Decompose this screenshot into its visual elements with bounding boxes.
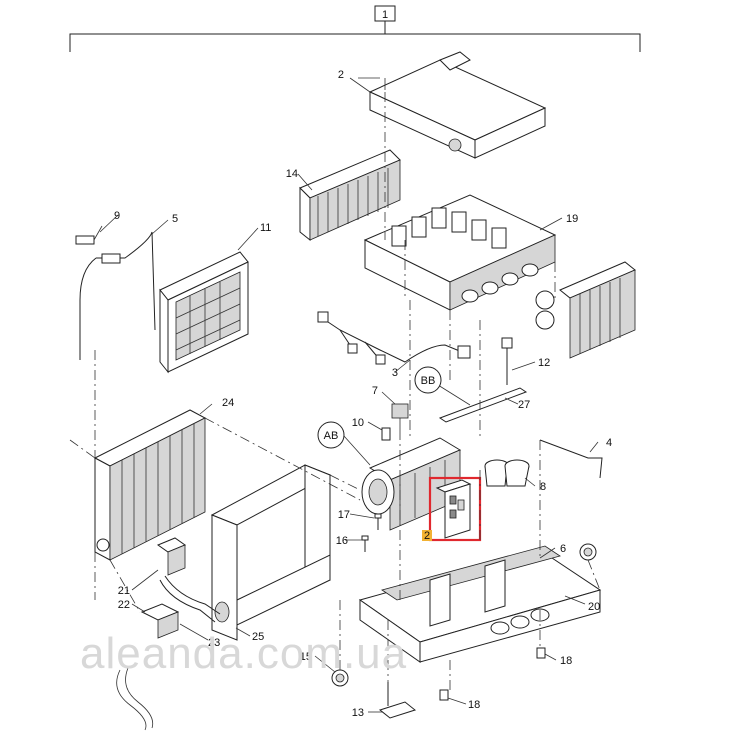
callout-16: 16 (336, 535, 348, 547)
callout-20: 20 (588, 601, 600, 613)
callout-18-right: 18 (560, 655, 572, 667)
drain-plugs-part (439, 647, 546, 701)
assembly-dashed-lines (69, 92, 601, 690)
rod-part (539, 439, 603, 479)
blower-assembly-part (361, 437, 462, 531)
top-cover-part (358, 51, 547, 159)
evaporator-part (93, 409, 207, 561)
screws-part (361, 513, 382, 552)
callout-24: 24 (222, 397, 234, 409)
vent-outlets-part (484, 459, 530, 487)
highlight-flag (422, 530, 432, 541)
callout-2-highlighted: 2 (424, 530, 430, 542)
actuator-part (391, 403, 409, 430)
callout-14: 14 (286, 168, 298, 180)
callout-13: 13 (352, 707, 364, 719)
callout-17: 17 (338, 509, 350, 521)
mounting-bracket-part (378, 682, 417, 719)
callout-10: 10 (352, 417, 364, 429)
expansion-valve-part (116, 537, 221, 731)
sensor-probe-part (501, 337, 513, 385)
watermark-text: aleanda.com.ua (80, 629, 407, 678)
control-module-part (435, 479, 472, 539)
callout-15: 15 (300, 651, 312, 663)
callout-22: 22 (118, 599, 130, 611)
callout-2-cover: 2 (338, 69, 344, 81)
callout-11: 11 (260, 222, 271, 234)
clip-part (381, 427, 391, 441)
section-circle-ab (317, 421, 345, 449)
callout-7: 7 (372, 385, 378, 397)
callout-23: 23 (208, 637, 220, 649)
callout-labels: 2 3 4 5 6 7 8 9 10 11 12 13 14 15 16 17 … (114, 69, 612, 719)
section-label-ab: AB (324, 430, 339, 442)
grommet-part (331, 669, 349, 687)
callout-27: 27 (518, 399, 530, 411)
cabin-filter-part (159, 251, 249, 374)
heater-core-part (535, 261, 636, 359)
callout-19: 19 (566, 213, 578, 225)
callout-18-bottom: 18 (468, 699, 480, 711)
blower-housing-part (363, 194, 557, 311)
bracket-bar-part (438, 387, 528, 423)
callout-9: 9 (114, 210, 120, 222)
seal-frame-part (210, 464, 332, 641)
sensor-cable-part (75, 225, 156, 360)
callout-12: 12 (538, 357, 550, 369)
assembly-number: 1 (382, 9, 388, 21)
callout-3: 3 (392, 367, 398, 379)
callout-5: 5 (172, 213, 178, 225)
callout-21: 21 (118, 585, 130, 597)
highlight-frame (428, 476, 482, 542)
section-circle-bb (414, 366, 442, 394)
assembly-bracket: 1 (69, 5, 641, 52)
callout-8: 8 (540, 481, 546, 493)
callout-6: 6 (560, 543, 566, 555)
callout-25: 25 (252, 631, 264, 643)
gear-part (579, 543, 597, 561)
leader-lines (99, 77, 599, 713)
grille-part (299, 149, 401, 242)
callout-4: 4 (606, 437, 612, 449)
section-label-bb: BB (421, 375, 436, 387)
wire-harness-part (317, 311, 471, 365)
